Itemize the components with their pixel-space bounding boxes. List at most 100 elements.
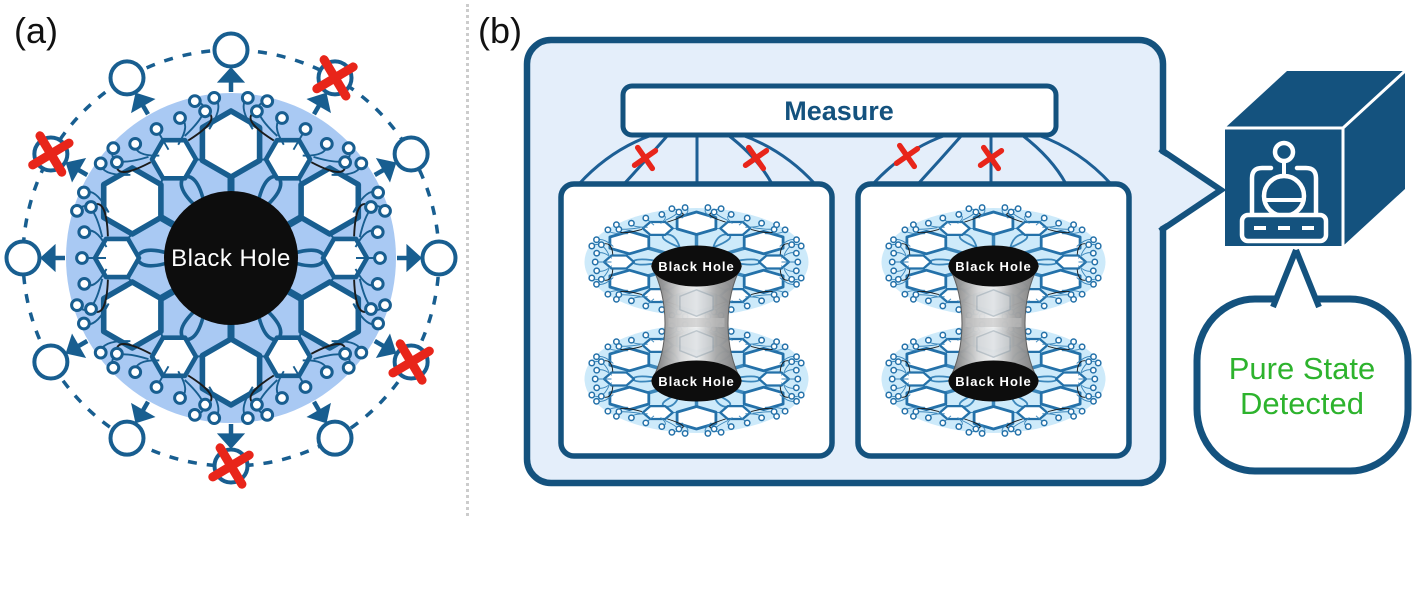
hexagon-tensor bbox=[1054, 254, 1088, 270]
qubit-dot bbox=[319, 365, 334, 380]
qubit-dot bbox=[1085, 275, 1093, 283]
qubit-dot bbox=[627, 414, 635, 422]
tube-ghost-hexagon bbox=[976, 289, 1011, 317]
qubit-dot bbox=[1024, 306, 1032, 314]
qubit-dot bbox=[1089, 267, 1097, 275]
qubit-dot bbox=[250, 397, 264, 412]
qubit-dot bbox=[704, 429, 712, 437]
qubit-dot bbox=[250, 104, 264, 119]
hexagon-tensor bbox=[149, 335, 199, 379]
black-hole-ellipse bbox=[948, 245, 1039, 287]
detector-cube bbox=[1225, 69, 1407, 246]
hexagon-tensor bbox=[905, 229, 948, 256]
qubit-dot bbox=[924, 219, 932, 227]
qubit-dot bbox=[770, 408, 778, 416]
qubit-dot bbox=[591, 258, 599, 266]
qubit-dot bbox=[373, 251, 387, 265]
hexagon-tensor bbox=[742, 346, 785, 373]
qubit-dot bbox=[888, 375, 896, 383]
tube-waist-seam bbox=[668, 318, 725, 327]
radiation-arrowhead bbox=[131, 92, 156, 114]
qubit-dot bbox=[1014, 428, 1022, 436]
qubit-dot bbox=[240, 411, 255, 426]
qubit-dot bbox=[593, 384, 601, 392]
qubit-dot bbox=[658, 423, 666, 431]
qubit-dot bbox=[378, 204, 392, 218]
qubit-dot bbox=[198, 397, 213, 412]
qubit-dot bbox=[642, 419, 650, 427]
qubit-dot bbox=[604, 290, 612, 298]
radiation-arrowhead bbox=[306, 402, 331, 424]
qubit-dot bbox=[972, 425, 980, 433]
qubit-dot bbox=[1091, 375, 1099, 383]
qubit-dot bbox=[781, 407, 789, 415]
hexagon-tensor bbox=[675, 210, 718, 236]
erasure-cross-strokes bbox=[28, 131, 74, 177]
qubit-dot bbox=[924, 297, 932, 305]
qubit-dot bbox=[1067, 225, 1075, 233]
hexagon-tensor bbox=[675, 405, 718, 431]
qubit-dot bbox=[885, 274, 893, 282]
qubit-dot bbox=[615, 225, 623, 233]
qubit-dot bbox=[1014, 205, 1022, 213]
qubit-dot bbox=[710, 425, 718, 433]
qubit-dot bbox=[978, 204, 986, 212]
qubit-dot bbox=[260, 408, 275, 422]
hexagon-tensor bbox=[719, 220, 752, 237]
qubit-dot bbox=[597, 275, 605, 283]
measurement-leg bbox=[916, 134, 964, 186]
hexagon-tensor bbox=[757, 371, 791, 387]
qubit-dot bbox=[1055, 297, 1063, 305]
measurement-cross-icon bbox=[893, 142, 921, 170]
erasure-cross-strokes bbox=[312, 55, 358, 101]
qubit-dot bbox=[888, 258, 896, 266]
qubit-dot bbox=[885, 359, 893, 367]
qubit-dot bbox=[939, 331, 947, 339]
qubit-dot bbox=[591, 375, 599, 383]
qubit-dot bbox=[588, 359, 596, 367]
erasure-cross-strokes bbox=[388, 339, 434, 385]
hexagon-tensor bbox=[320, 236, 370, 280]
qubit-dot bbox=[597, 241, 605, 249]
qubit-dot bbox=[793, 280, 800, 288]
qubit-dot bbox=[642, 331, 650, 339]
qubit-dot bbox=[894, 241, 902, 249]
hexagon-tensor bbox=[905, 385, 948, 412]
erasure-cross-icon bbox=[208, 443, 254, 489]
qubit-dot bbox=[593, 397, 600, 405]
qubit-dot bbox=[901, 407, 909, 415]
hexagon-tensor bbox=[1039, 385, 1082, 412]
qubit-dot bbox=[1094, 274, 1102, 282]
qubit-dot bbox=[1067, 291, 1075, 299]
qubit-dot bbox=[758, 219, 766, 227]
qubit-dot bbox=[797, 391, 805, 399]
qubit-dot bbox=[890, 249, 898, 257]
qubit-dot bbox=[681, 204, 689, 212]
qubit-dot bbox=[604, 226, 612, 234]
hexagon-tensor bbox=[199, 336, 263, 408]
tube-ghost-hexagon bbox=[976, 330, 1011, 358]
measure-box bbox=[620, 83, 1059, 138]
qubit-dot bbox=[1078, 343, 1086, 351]
qubit-dot bbox=[788, 275, 796, 283]
qubit-dot bbox=[1089, 249, 1097, 257]
qubit-dot bbox=[1094, 391, 1102, 399]
qubit-dot bbox=[912, 291, 920, 299]
black-hole-label: Black Hole bbox=[171, 245, 291, 272]
qubit-dot bbox=[1090, 353, 1097, 361]
qubit-dot bbox=[370, 225, 385, 240]
qubit-dot bbox=[77, 277, 92, 291]
qubit-dot bbox=[743, 302, 751, 310]
qubit-dot bbox=[788, 241, 796, 249]
qubit-dot bbox=[128, 365, 143, 380]
qubit-dot bbox=[588, 242, 596, 250]
qubit-dot bbox=[792, 267, 800, 275]
qubit-dot bbox=[797, 359, 805, 367]
qubit-dot bbox=[354, 345, 369, 360]
cube-top-face bbox=[1225, 71, 1405, 128]
qubit-dot bbox=[1094, 359, 1102, 367]
qubit-dot bbox=[364, 302, 378, 316]
qubit-dot bbox=[597, 392, 605, 400]
qubit-dot bbox=[588, 274, 596, 282]
